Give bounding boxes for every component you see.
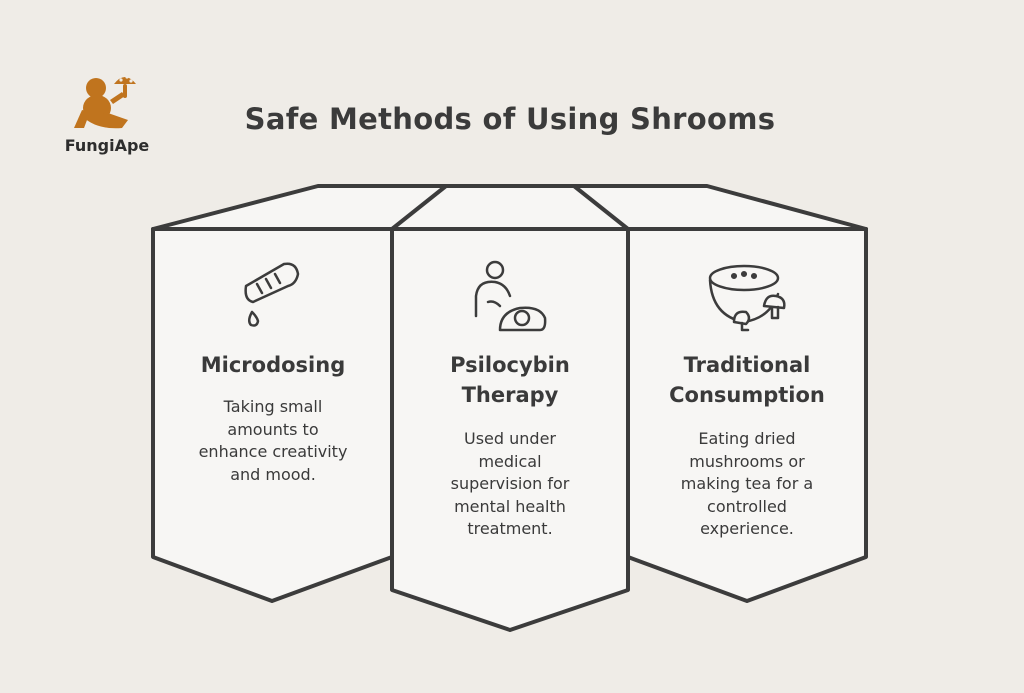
dropper-icon [244,262,300,327]
heading-psilocybin-therapy: Psilocybin Therapy [450,353,570,407]
description-traditional-consumption: Eating dried mushrooms or making tea for… [680,429,814,538]
page-title: Safe Methods of Using Shrooms [244,102,776,136]
panel-microdosing [151,227,394,603]
panel-psilocybin [390,184,630,632]
fungiape-logo-icon [74,75,136,129]
panel-traditional [626,227,868,603]
brand-name: FungiApe [64,136,150,155]
mushroom-bowl-icon [708,264,786,332]
description-microdosing: Taking small amounts to enhance creativi… [198,397,348,484]
therapy-icon [474,260,547,332]
heading-microdosing: Microdosing [200,353,346,377]
description-psilocybin-therapy: Used under medical supervision for menta… [450,429,570,538]
heading-traditional-consumption: Traditional Consumption [669,353,825,407]
